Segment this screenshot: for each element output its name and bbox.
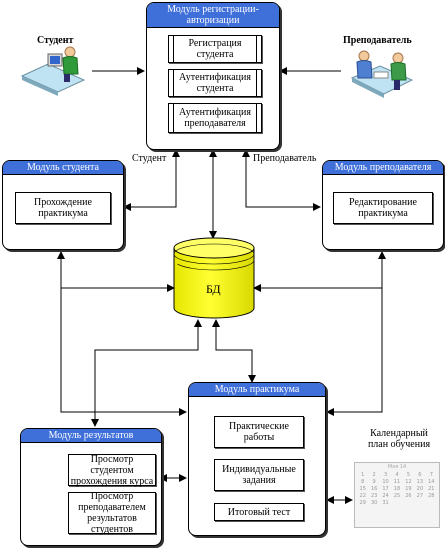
calendar-day[interactable]: 28 [428, 493, 435, 499]
calendar-day[interactable]: 17 [382, 486, 389, 492]
arrow-student-module-practicum [60, 288, 187, 416]
auth-module-title: Модуль регистрации-авторизации [147, 3, 279, 28]
calendar-day[interactable]: 25 [393, 493, 401, 499]
student-view-progress-box: Просмотр студентом прохождения курса [68, 454, 156, 487]
calendar-day[interactable]: 19 [405, 486, 412, 492]
individual-tasks-box: Индивидуальные задания [214, 459, 304, 491]
edit-practicum-box: Редактирование практикума [333, 192, 433, 224]
final-test-box: Итоговый тест [214, 503, 304, 521]
register-student-box: Регистрация студента [168, 35, 262, 63]
teacher-actor-icon [350, 50, 414, 98]
authenticate-student-box: Аутентификация студента [168, 69, 262, 97]
flow-label-student: Студент [132, 153, 167, 164]
take-practicum-box: Прохождение практикума [15, 192, 111, 224]
calendar-day[interactable]: 4 [395, 472, 399, 478]
calendar-day[interactable]: 5 [406, 472, 411, 478]
arrow-db-practicum [212, 319, 256, 383]
student-actor-label: Студент [37, 35, 74, 46]
calendar-day[interactable]: 7 [429, 472, 433, 478]
calendar-day[interactable]: 15 [359, 486, 366, 492]
student-actor-icon [20, 46, 86, 96]
calendar-day[interactable]: 16 [370, 486, 378, 492]
calendar-day[interactable]: 27 [416, 493, 424, 499]
arrow-teacher-module-practicum [326, 288, 383, 416]
calendar-day[interactable]: 23 [370, 493, 378, 499]
arrow-auth-student-module [123, 149, 180, 211]
calendar-day[interactable]: 12 [405, 479, 412, 485]
student-module-title: Модуль студента [3, 161, 123, 175]
results-module-title: Модуль результатов [21, 429, 161, 443]
database-label: БД [206, 282, 221, 296]
practical-works-box: Практические работы [214, 416, 304, 448]
calendar-day[interactable]: 21 [428, 486, 435, 492]
calendar-month-title: Мая 14 [387, 464, 407, 470]
calendar-day[interactable]: 13 [416, 479, 424, 485]
calendar-day[interactable]: 20 [416, 486, 424, 492]
authenticate-teacher-box: Аутентификация преподавателя [168, 103, 262, 133]
practicum-module-title: Модуль практикума [189, 383, 325, 397]
arrow-db-results [91, 319, 202, 427]
calendar-day[interactable]: 14 [428, 479, 435, 485]
teacher-view-results-box: Просмотр преподавателем результатов студ… [68, 491, 156, 535]
calendar-day[interactable]: 9 [372, 479, 376, 485]
calendar-day[interactable]: 6 [418, 472, 422, 478]
calendar-day[interactable]: 24 [382, 493, 389, 499]
calendar-day[interactable]: 29 [359, 500, 366, 506]
calendar-day[interactable]: 10 [382, 479, 389, 485]
calendar-day[interactable]: 2 [372, 472, 376, 478]
flow-label-teacher: Преподаватель [253, 153, 317, 164]
calendar-day[interactable]: 3 [383, 472, 388, 478]
teacher-actor-label: Преподаватель [343, 35, 412, 46]
calendar-day[interactable]: 1 [361, 472, 365, 478]
calendar-day[interactable]: 31 [382, 500, 389, 506]
calendar-day[interactable]: 18 [393, 486, 401, 492]
calendar-day[interactable]: 26 [405, 493, 412, 499]
calendar-day[interactable]: 22 [359, 493, 366, 499]
calendar-caption: Календарный план обучения [367, 428, 431, 450]
calendar-day[interactable]: 8 [361, 479, 365, 485]
calendar-day[interactable]: 11 [393, 479, 401, 485]
arrow-auth-teacher-module [242, 149, 321, 211]
teacher-module-title: Модуль преподавателя [323, 161, 443, 175]
arrow-student-module-db [57, 251, 175, 292]
calendar-day[interactable]: 30 [370, 500, 378, 506]
arrow-teacher-module-db [253, 251, 386, 292]
database-cylinder [173, 237, 255, 319]
